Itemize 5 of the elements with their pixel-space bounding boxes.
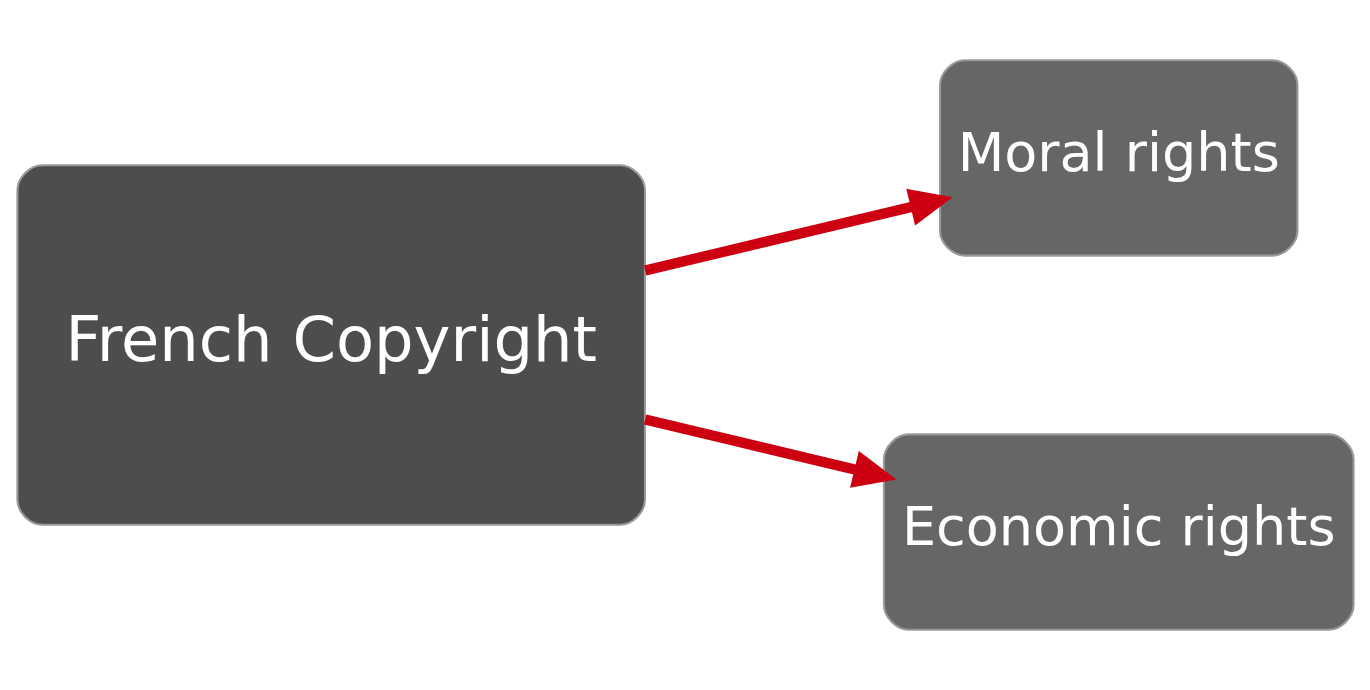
arrow — [643, 414, 896, 488]
node-box: Economic rights — [882, 433, 1355, 631]
arrow — [643, 188, 953, 276]
node-box: Moral rights — [938, 59, 1298, 257]
node-box: French Copyright — [15, 164, 646, 526]
